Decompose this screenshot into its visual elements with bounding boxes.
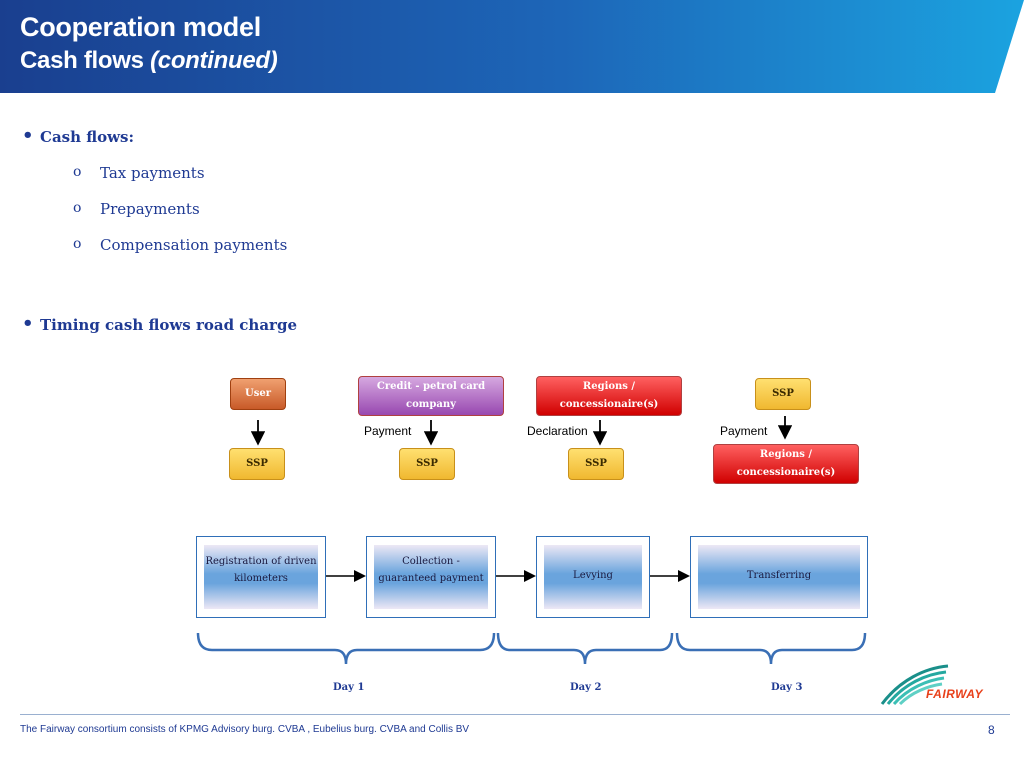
bracket-day-3 <box>675 632 867 665</box>
flow-box-user: User <box>230 378 286 410</box>
process-step-collection: Collection - guaranteed payment <box>366 536 496 618</box>
bullet-marker: • <box>22 313 34 334</box>
day-label-3: Day 3 <box>771 682 803 693</box>
sub-bullet-marker: o <box>73 236 82 252</box>
process-step-text: Collection - guaranteed payment <box>378 556 484 584</box>
process-step-label: Transferring <box>698 545 860 609</box>
sub-bullet-compensation: o Compensation payments <box>73 236 288 254</box>
process-step-text: Registration of driven kilometers <box>205 556 317 584</box>
slide-title: Cooperation model <box>20 12 261 42</box>
process-step-text: Levying <box>573 570 613 581</box>
flow-box-credit-petrol-card: Credit - petrol card company <box>358 376 504 416</box>
flow-box-ssp-3: SSP <box>568 448 624 480</box>
sub-bullet-prepayments: o Prepayments <box>73 200 200 218</box>
footer-divider <box>20 714 1010 715</box>
slide-subtitle: Cash flows (continued) <box>20 47 278 75</box>
flow-box-ssp-2: SSP <box>399 448 455 480</box>
flow-box-regions-1: Regions / concessionaire(s) <box>536 376 682 416</box>
flow-label-payment-2: Payment <box>720 424 768 438</box>
slide-header: Cooperation model Cash flows (continued) <box>0 0 1024 93</box>
process-step-label: Levying <box>544 545 642 609</box>
bullet-cash-flows: • Cash flows: <box>22 125 135 146</box>
flow-box-ssp-1: SSP <box>229 448 285 480</box>
footer-text: The Fairway consortium consists of KPMG … <box>20 724 470 735</box>
bullet-timing-text: Timing cash flows road charge <box>40 316 297 334</box>
page-number: 8 <box>988 723 995 737</box>
sub-bullet-tax: o Tax payments <box>73 164 205 182</box>
sub-bullet-text: Prepayments <box>100 200 200 218</box>
flow-box-ssp-4: SSP <box>755 378 811 410</box>
process-step-transferring: Transferring <box>690 536 868 618</box>
sub-bullet-marker: o <box>73 200 82 216</box>
process-step-registration: Registration of driven kilometers <box>196 536 326 618</box>
process-step-text: Transferring <box>746 570 812 581</box>
bullet-cash-flows-text: Cash flows: <box>40 128 135 146</box>
subtitle-italic: (continued) <box>150 47 278 74</box>
bracket-day-1 <box>196 632 496 665</box>
sub-bullet-text: Tax payments <box>100 164 205 182</box>
bracket-day-2 <box>496 632 674 665</box>
process-step-levying: Levying <box>536 536 650 618</box>
process-step-label: Collection - guaranteed payment <box>374 545 488 609</box>
process-step-label: Registration of driven kilometers <box>204 545 318 609</box>
sub-bullet-text: Compensation payments <box>100 236 288 254</box>
flow-box-regions-2: Regions / concessionaire(s) <box>713 444 859 484</box>
fairway-waves-logo-icon <box>880 664 949 706</box>
day-label-2: Day 2 <box>570 682 602 693</box>
sub-bullet-marker: o <box>73 164 82 180</box>
header-background <box>0 0 1024 93</box>
subtitle-main: Cash flows <box>20 47 144 74</box>
flow-label-payment-1: Payment <box>364 424 412 438</box>
flow-label-declaration: Declaration <box>527 424 588 438</box>
bullet-timing: • Timing cash flows road charge <box>22 313 297 334</box>
day-label-1: Day 1 <box>333 682 365 693</box>
fairway-logo-text: FAIRWAY <box>926 687 984 701</box>
bullet-marker: • <box>22 125 34 146</box>
